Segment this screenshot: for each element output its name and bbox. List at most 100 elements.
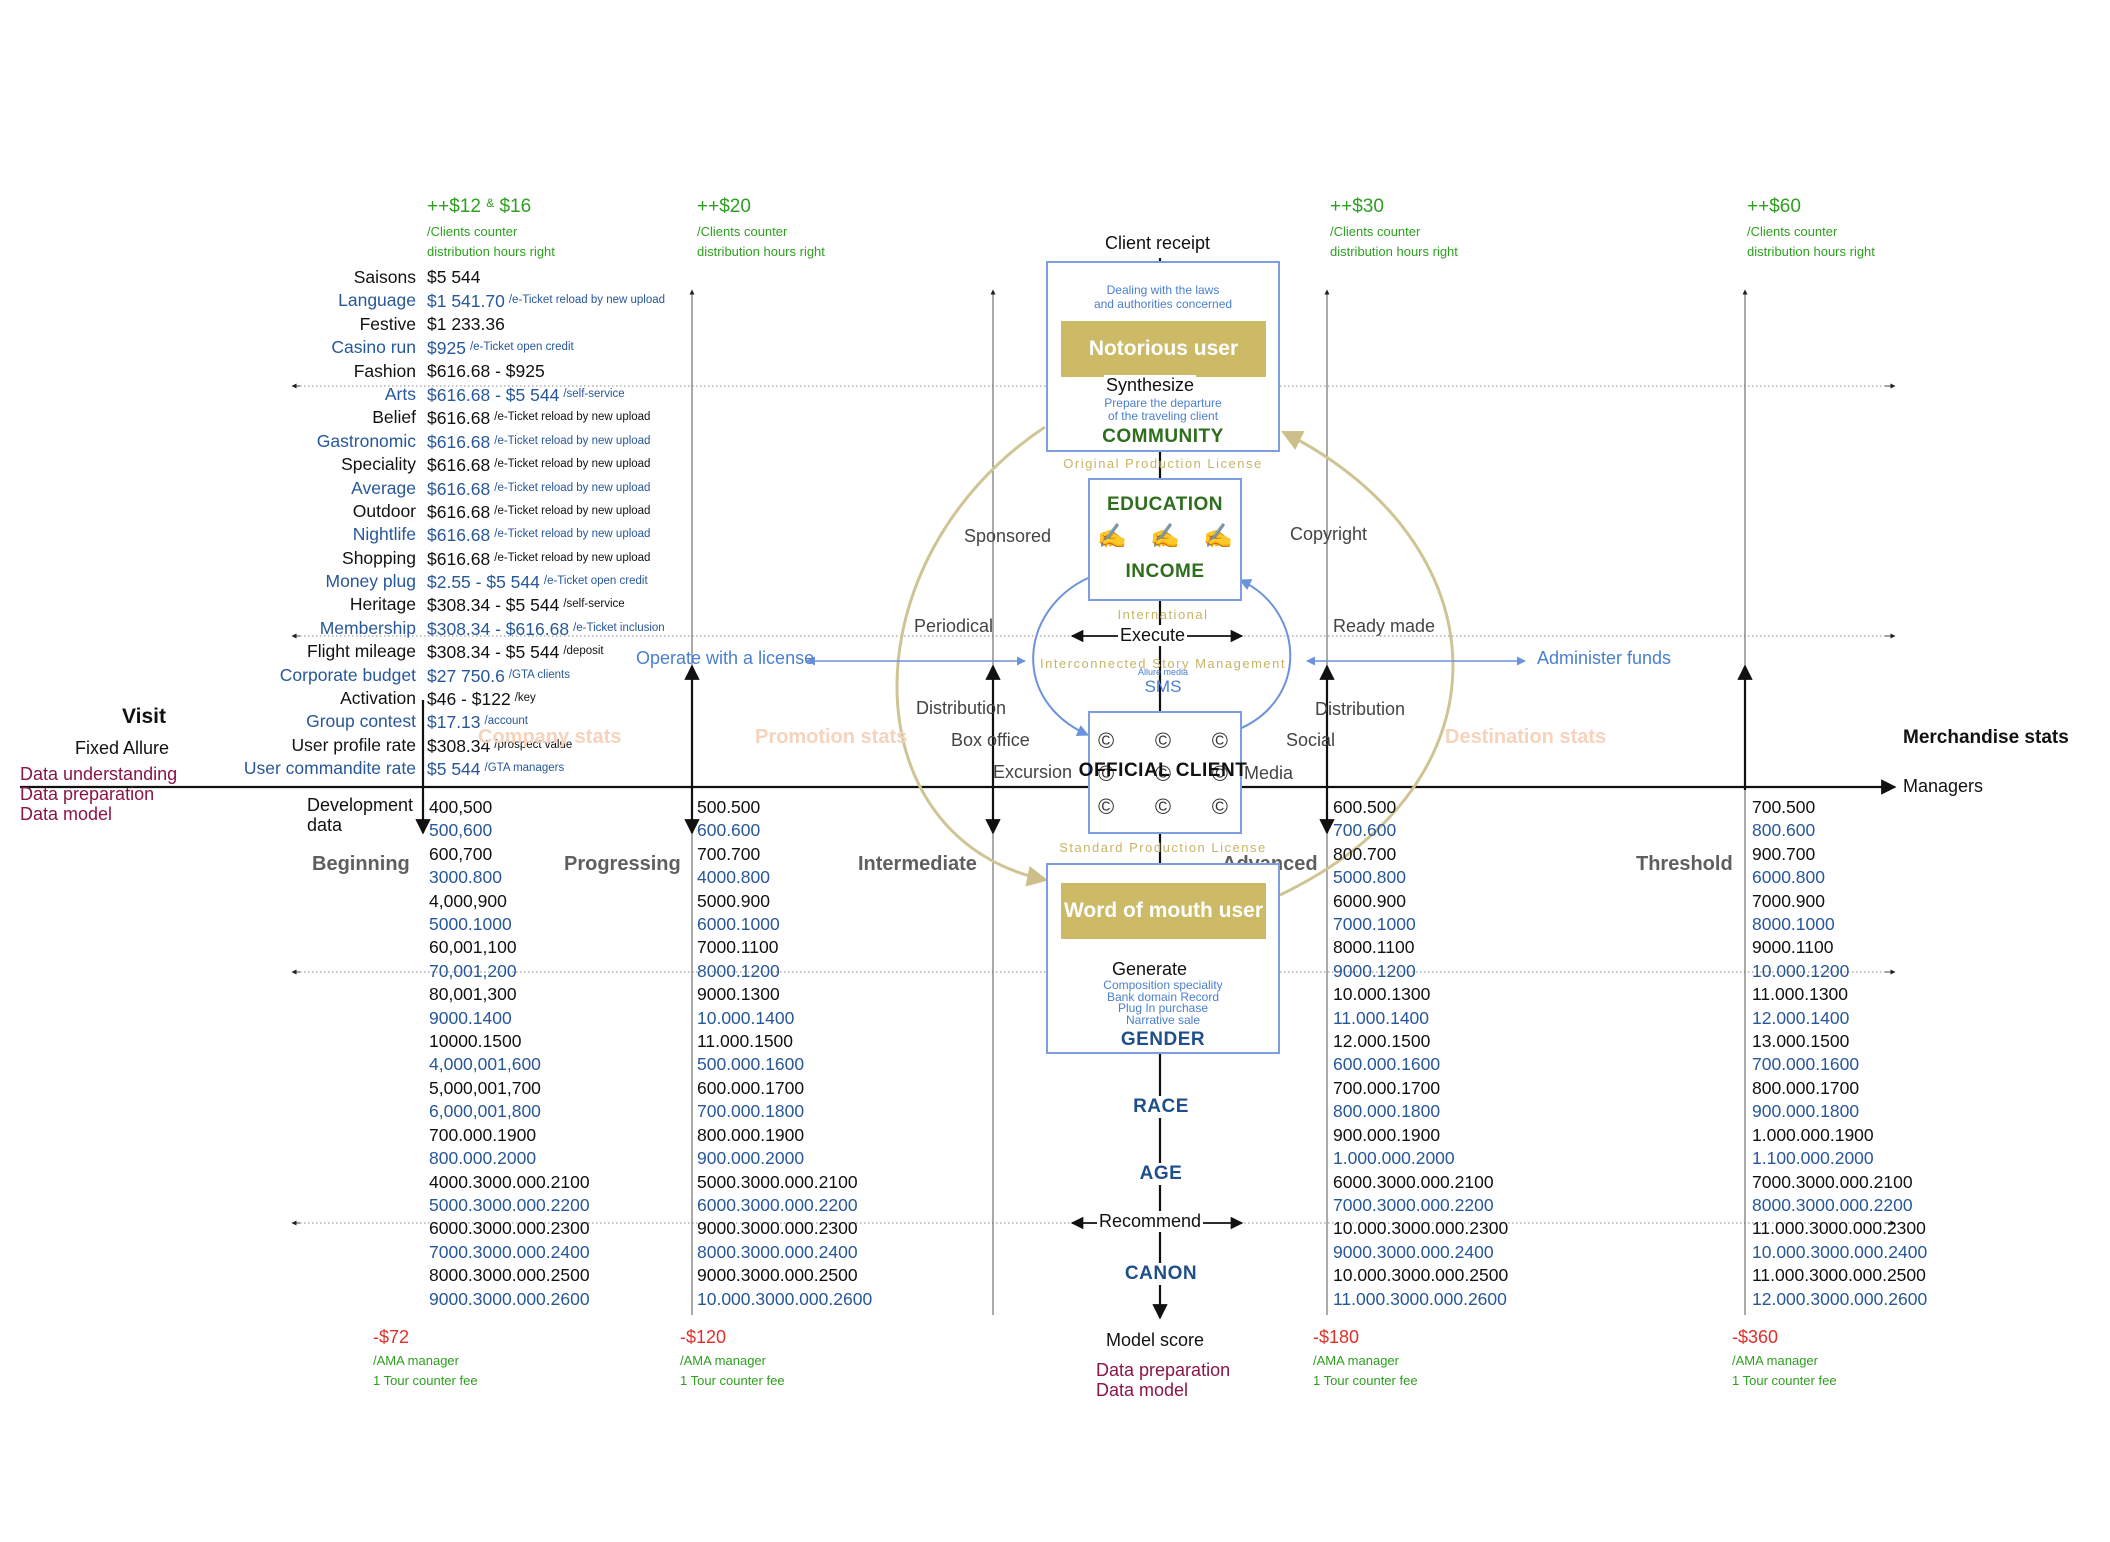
copyright-icon: © [1098,761,1115,786]
price-row-value: $308.34 - $5 544/deposit [427,640,604,663]
c2-price: ++$20 [697,196,751,217]
education-label: EDUCATION [1106,494,1224,515]
price-row-amount: $46 - $122 [427,689,511,710]
price-row-suffix: /e-Ticket reload by new upload [494,458,651,471]
writing-hand-icon: ✍️ [1150,523,1180,550]
flow-excursion: Excursion [993,762,1073,782]
price-list-row: Activation$46 - $122/key [216,687,665,710]
recommend-label: Recommend [1097,1211,1204,1232]
flow-sponsored: Sponsored [964,526,1052,546]
price-row-label: Arts [384,383,416,404]
flow-box-office: Box office [951,730,1030,750]
official-client-label: OFFICIAL CLIENT [1078,760,1248,781]
price-row-separator [416,266,427,289]
price-list-row: Language$1 541.70/e-Ticket reload by new… [216,289,665,312]
data-cell: 700.600 [1333,820,1397,841]
price-row-label: Corporate budget [279,664,416,685]
data-cell: 9000.1300 [697,984,780,1005]
copyright-icon: © [1211,794,1228,819]
data-cell: 400,500 [429,797,493,817]
data-cell: 800.000.2000 [429,1148,537,1169]
generate-note-line-1: Composition speciality [1103,978,1223,992]
gender-label: GENDER [1120,1029,1206,1050]
word-of-mouth-button[interactable]: Word of mouth user [1061,883,1266,939]
price-list-row: Speciality$616.68/e-Ticket reload by new… [216,453,665,476]
data-cell: 4000.3000.000.2100 [429,1171,590,1192]
data-cell: 11.000.1300 [1752,984,1849,1005]
price-list-row: Corporate budget$27 750.6/GTA clients [216,664,665,687]
watermark-company-stats: Company stats [478,726,622,748]
price-row-amount: $1 541.70 [427,291,505,312]
data-cell: 500.500 [697,797,761,817]
data-cell: 600.600 [697,820,761,841]
price-row-amount: $616.68 [427,548,491,569]
price-list-row: Saisons$5 544 [216,266,665,289]
price-row-label: Group contest [306,711,416,732]
price-row-amount: $5 544 [427,759,481,780]
price-list-row: Fashion$616.68 - $925 [216,360,665,383]
flow-operate-with-license: Operate with a license [636,648,815,668]
price-row-suffix: /self-service [563,598,625,611]
data-cell: 6000.3000.000.2300 [429,1218,590,1239]
price-list-row: Average$616.68/e-Ticket reload by new up… [216,477,665,500]
data-cell: 12.000.1500 [1333,1031,1431,1052]
price-row-value: $616.68 - $5 544/self-service [427,383,625,406]
price-list-row: Festive$1 233.36 [216,313,665,336]
prepare-note-line-1: Prepare the departure [1104,396,1222,410]
price-row-label: Fashion [353,360,416,381]
price-row-separator [416,477,427,500]
price-row-value: $1 541.70/e-Ticket reload by new upload [427,289,665,312]
price-row-amount: $925 [427,338,466,359]
data-cell: 8000.1000 [1752,914,1835,935]
price-row-suffix: /e-Ticket reload by new upload [494,411,651,424]
official-client-box [1088,711,1242,834]
sms-label: SMS [1144,677,1182,696]
data-cell: 6000.3000.000.2200 [697,1194,858,1215]
watermark-promotion-stats: Promotion stats [755,726,908,748]
data-cell: 80,001,300 [429,984,517,1005]
data-cell: 700.500 [1752,797,1816,817]
writing-hand-icon: ✍️ [1203,523,1233,550]
flow-periodical: Periodical [914,616,994,636]
data-cell: 10.000.3000.000.2400 [1752,1241,1928,1262]
data-cell: 5000.3000.000.2100 [697,1171,858,1192]
price-row-separator [416,289,427,312]
price-list-row: Heritage $308.34 - $5 544/self-service [216,593,665,616]
copyright-row: ©©© [1098,728,1228,761]
price-row-suffix: /e-Ticket open credit [469,341,574,354]
price-row-label: Nightlife [352,524,416,545]
price-row-value: $308.34 - $5 544/self-service [427,593,625,616]
data-preparation-label: Data preparation [20,784,155,804]
price-row-separator [416,500,427,523]
writing-hand-icon: ✍️ [1097,523,1127,550]
price-row-amount: $616.68 [427,455,491,476]
data-cell: 12.000.3000.000.2600 [1752,1288,1928,1309]
dealing-note-line-2: and authorities concerned [1093,297,1233,311]
data-cell: 4,000,900 [429,890,507,911]
price-row-value: $46 - $122/key [427,687,536,710]
price-row-separator [416,523,427,546]
price-row-label: Heritage [349,594,416,615]
notorious-user-button[interactable]: Notorious user [1061,321,1266,377]
price-row-separator [416,430,427,453]
price-row-value: $308.34 - $616.68/e-Ticket inclusion [427,617,665,640]
data-cell: 1.000.000.2000 [1333,1148,1455,1169]
price-row-value: $616.68/e-Ticket reload by new upload [427,500,650,523]
flow-distribution-right: Distribution [1315,699,1406,719]
price-row-value: $616.68/e-Ticket reload by new upload [427,523,650,546]
price-row-amount: $1 233.36 [427,313,505,334]
data-cell: 9000.1200 [1333,960,1416,981]
price-list-row: Casino run$925/e-Ticket open credit [216,336,665,359]
development-data-label-1: Development [307,795,414,815]
price-row-value: $17.13/account [427,710,528,733]
data-cell: 900.000.1900 [1333,1124,1441,1145]
dotted-grid-ends [291,383,1896,1226]
data-cell: 3000.800 [429,867,502,888]
data-cell: 700.700 [697,843,761,864]
data-cell: 9000.3000.000.2600 [429,1288,590,1309]
price-list-row: Group contest $17.13/account [216,710,665,733]
price-row-suffix: /e-Ticket reload by new upload [494,528,651,541]
price-row-label: Flight mileage [307,641,416,662]
